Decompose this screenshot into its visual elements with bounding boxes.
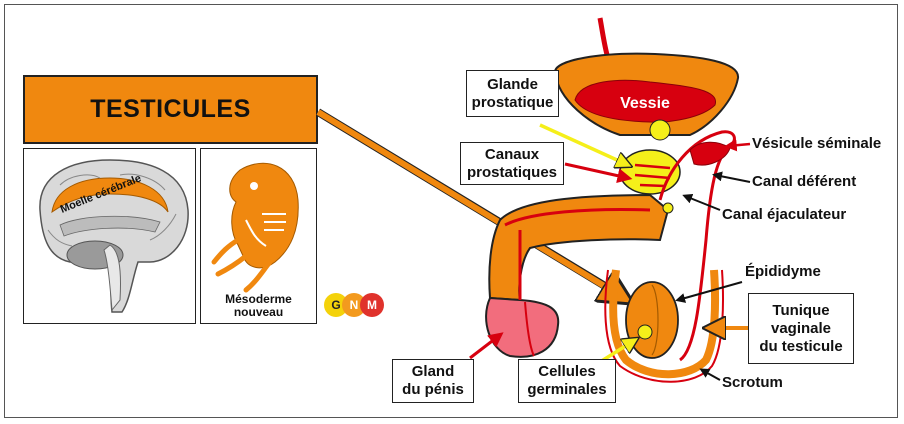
label-canal-ejaculateur: Canal éjaculateur [722,206,846,224]
arrow-scrotum [702,370,720,380]
label-gland-du-penis: Gland du pénis [392,359,474,403]
embryo-label: Mésoderme nouveau [200,293,317,319]
label-epididyme: Épididyme [745,263,821,281]
arrow-epididyme [678,282,742,300]
arrow-canal-ejaculateur [685,196,720,210]
label-canaux-prostatiques: Canaux prostatiques [460,142,564,185]
gnm-logo-m: M [360,293,384,317]
label-cellules-germinales: Cellules germinales [518,359,616,403]
arrow-canal-deferent [715,175,750,182]
label-vesicule-seminale: Vésicule séminale [752,135,881,153]
label-scrotum: Scrotum [722,374,783,392]
label-canal-deferent: Canal déférent [752,173,856,191]
label-tunique-vaginale: Tunique vaginale du testicule [748,293,854,364]
label-glande-prostatique: Glande prostatique [466,70,559,117]
embryo-image [214,163,298,290]
label-vessie: Vessie [620,95,670,112]
glans [486,298,558,357]
brain-image: Moelle cérébrale [40,160,188,312]
testicle [626,282,678,358]
arrow-canaux [565,164,628,178]
